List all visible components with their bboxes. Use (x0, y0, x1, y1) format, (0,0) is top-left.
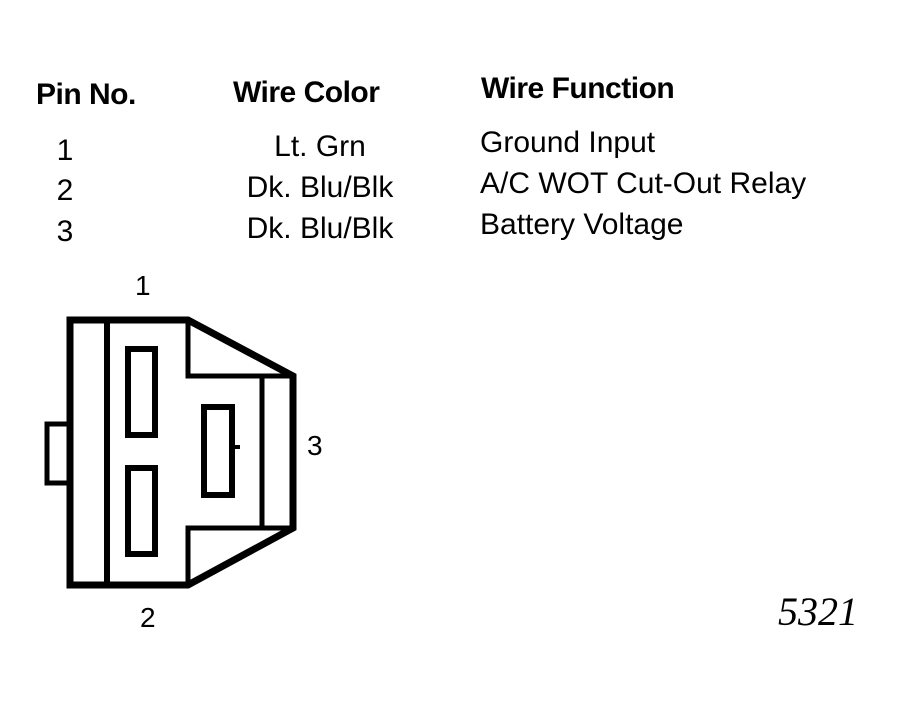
header-wire-color: Wire Color (233, 76, 380, 109)
pin-3-cavity (201, 404, 235, 498)
row-1-pin: 1 (56, 134, 74, 167)
header-wire-function: Wire Function (481, 72, 675, 105)
row-2-wire-color: Dk. Blu/Blk (246, 171, 394, 204)
row-1-wire-color: Lt. Grn (274, 130, 366, 163)
figure-number: 5321 (778, 589, 858, 634)
pin-2-cavity (125, 465, 158, 557)
row-1-wire-function: Ground Input (480, 126, 656, 159)
row-2-pin: 2 (56, 174, 74, 207)
pin-1-cavity (125, 346, 158, 438)
row-2-wire-function: A/C WOT Cut-Out Relay (480, 167, 807, 200)
pin-3-label: 3 (307, 430, 323, 461)
pin-1-label: 1 (135, 270, 151, 301)
row-3-wire-color: Dk. Blu/Blk (246, 212, 394, 245)
row-3-pin: 3 (56, 215, 74, 248)
header-pin-no: Pin No. (36, 78, 136, 111)
pin-2-label: 2 (140, 602, 156, 633)
connector-inner-body (107, 317, 265, 588)
row-3-wire-function: Battery Voltage (480, 208, 684, 241)
